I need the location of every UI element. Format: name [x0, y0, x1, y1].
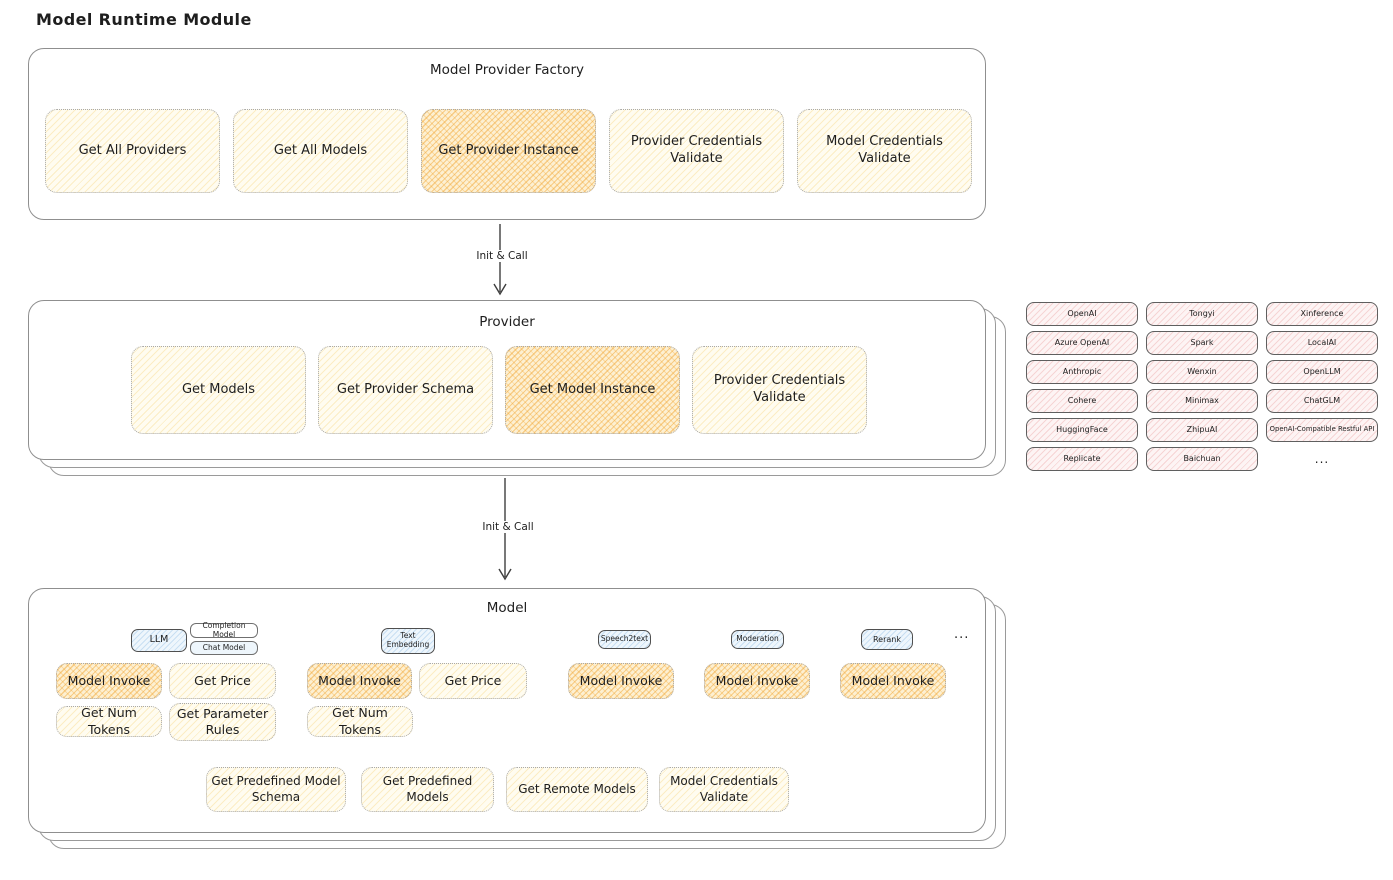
- provider-chip-replicate: Replicate: [1026, 447, 1138, 471]
- provider-chip-wenxin: Wenxin: [1146, 360, 1258, 384]
- factory-panel: Model Provider Factory Get All Providers…: [28, 48, 986, 220]
- tab-text-embedding: Text Embedding: [381, 628, 435, 654]
- node-model-invoke-llm: Model Invoke: [56, 663, 162, 699]
- node-model-invoke-moderation: Model Invoke: [704, 663, 810, 699]
- node-get-price-embedding: Get Price: [419, 663, 527, 699]
- node-provider-credentials-validate: Provider Credentials Validate: [609, 109, 784, 193]
- node-get-models: Get Models: [131, 346, 306, 434]
- node-get-predefined-models: Get Predefined Models: [361, 767, 494, 812]
- provider-panel-title: Provider: [479, 314, 535, 330]
- node-get-provider-schema: Get Provider Schema: [318, 346, 493, 434]
- node-get-predefined-model-schema: Get Predefined Model Schema: [206, 767, 346, 812]
- provider-chip-cohere: Cohere: [1026, 389, 1138, 413]
- node-get-all-models: Get All Models: [233, 109, 408, 193]
- arrow-factory-to-provider: [489, 224, 511, 300]
- model-panel-title: Model: [486, 600, 528, 616]
- node-get-model-instance: Get Model Instance: [505, 346, 680, 434]
- factory-node-row: Get All Providers Get All Models Get Pro…: [45, 109, 972, 193]
- node-get-num-tokens-embedding: Get Num Tokens: [307, 705, 413, 737]
- provider-chip-baichuan: Baichuan: [1146, 447, 1258, 471]
- provider-chip-anthropic: Anthropic: [1026, 360, 1138, 384]
- tab-rerank: Rerank: [861, 629, 913, 650]
- node-get-num-tokens-llm: Get Num Tokens: [56, 705, 162, 737]
- tab-llm: LLM: [131, 629, 187, 652]
- node-get-all-providers: Get All Providers: [45, 109, 220, 193]
- node-model-invoke-embedding: Model Invoke: [307, 663, 412, 699]
- arrow-label-init-call-1: Init & Call: [456, 250, 548, 262]
- provider-panel: Provider Get Models Get Provider Schema …: [28, 300, 986, 460]
- provider-node-row: Get Models Get Provider Schema Get Model…: [131, 346, 867, 434]
- provider-chip-openai: OpenAI: [1026, 302, 1138, 326]
- provider-chip-spark: Spark: [1146, 331, 1258, 355]
- node-provider-credentials-validate-2: Provider Credentials Validate: [692, 346, 867, 434]
- diagram-title: Model Runtime Module: [36, 10, 252, 29]
- tab-moderation: Moderation: [731, 630, 784, 649]
- provider-chip-openai-compatible: OpenAI-Compatible Restful API: [1266, 418, 1378, 442]
- provider-chip-zhipuai: ZhipuAI: [1146, 418, 1258, 442]
- node-model-credentials-validate-2: Model Credentials Validate: [659, 767, 789, 812]
- factory-panel-title: Model Provider Factory: [429, 62, 584, 78]
- provider-chip-openllm: OpenLLM: [1266, 360, 1378, 384]
- provider-panel-stack: Provider Get Models Get Provider Schema …: [28, 300, 1006, 476]
- provider-list-ellipsis: ...: [1314, 452, 1330, 466]
- node-get-price-llm: Get Price: [169, 663, 276, 699]
- tab-speech2text: Speech2text: [598, 630, 651, 649]
- provider-chip-huggingface: HuggingFace: [1026, 418, 1138, 442]
- provider-chip-tongyi: Tongyi: [1146, 302, 1258, 326]
- node-get-remote-models: Get Remote Models: [506, 767, 648, 812]
- provider-chip-localai: LocalAI: [1266, 331, 1378, 355]
- provider-chip-chatglm: ChatGLM: [1266, 389, 1378, 413]
- node-model-credentials-validate: Model Credentials Validate: [797, 109, 972, 193]
- provider-list-grid: OpenAI Tongyi Xinference Azure OpenAI Sp…: [1026, 302, 1378, 471]
- node-model-invoke-rerank: Model Invoke: [840, 663, 946, 699]
- provider-chip-azure-openai: Azure OpenAI: [1026, 331, 1138, 355]
- provider-chip-xinference: Xinference: [1266, 302, 1378, 326]
- tab-chat-model: Chat Model: [190, 641, 258, 655]
- tab-completion-model: Completion Model: [190, 621, 258, 638]
- model-panel-stack: Model LLM Completion Model Chat Model Te…: [28, 588, 1006, 849]
- provider-chip-minimax: Minimax: [1146, 389, 1258, 413]
- model-tabs-ellipsis: ...: [954, 627, 970, 642]
- node-get-provider-instance: Get Provider Instance: [421, 109, 596, 193]
- model-panel: Model LLM Completion Model Chat Model Te…: [28, 588, 986, 833]
- arrow-label-init-call-2: Init & Call: [462, 521, 554, 533]
- node-get-parameter-rules: Get Parameter Rules: [169, 703, 276, 741]
- node-model-invoke-speech2text: Model Invoke: [568, 663, 674, 699]
